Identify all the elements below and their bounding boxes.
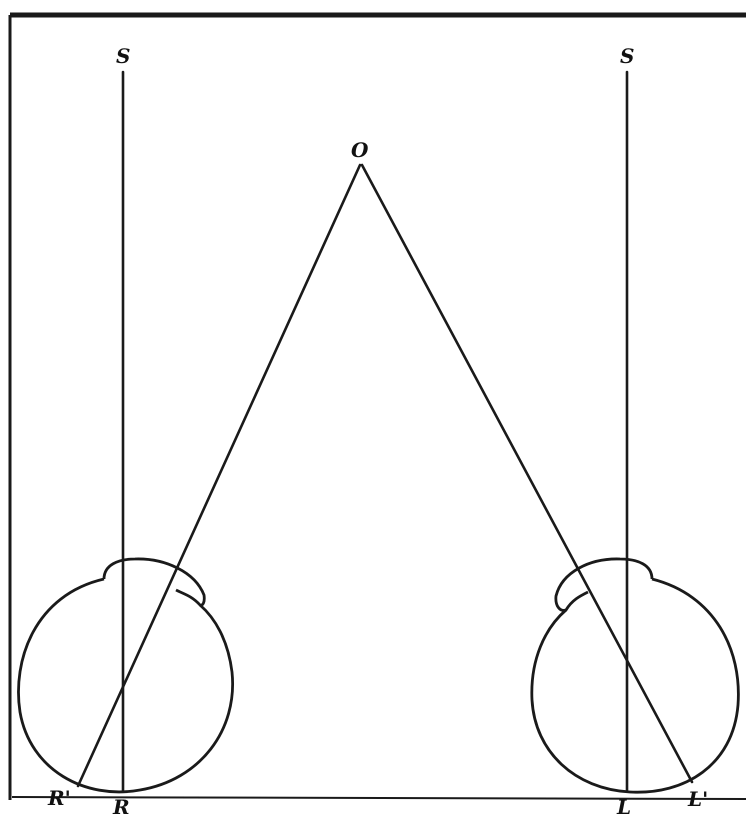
label-o: O [351,138,369,162]
label-s-right: S [620,44,634,68]
label-s-left: S [116,44,130,68]
label-r-prime: R' [47,786,71,810]
label-l: L [616,795,631,819]
figure-frame [10,15,746,800]
left-eye-cornea [104,559,204,605]
label-l-prime: L' [687,787,708,811]
label-r: R [112,795,130,819]
right-eye-cornea [556,559,652,610]
left-eye [18,559,232,792]
line-o-to-l-prime [362,165,692,782]
left-eye-globe [18,579,232,792]
line-o-to-r-prime [78,165,360,786]
